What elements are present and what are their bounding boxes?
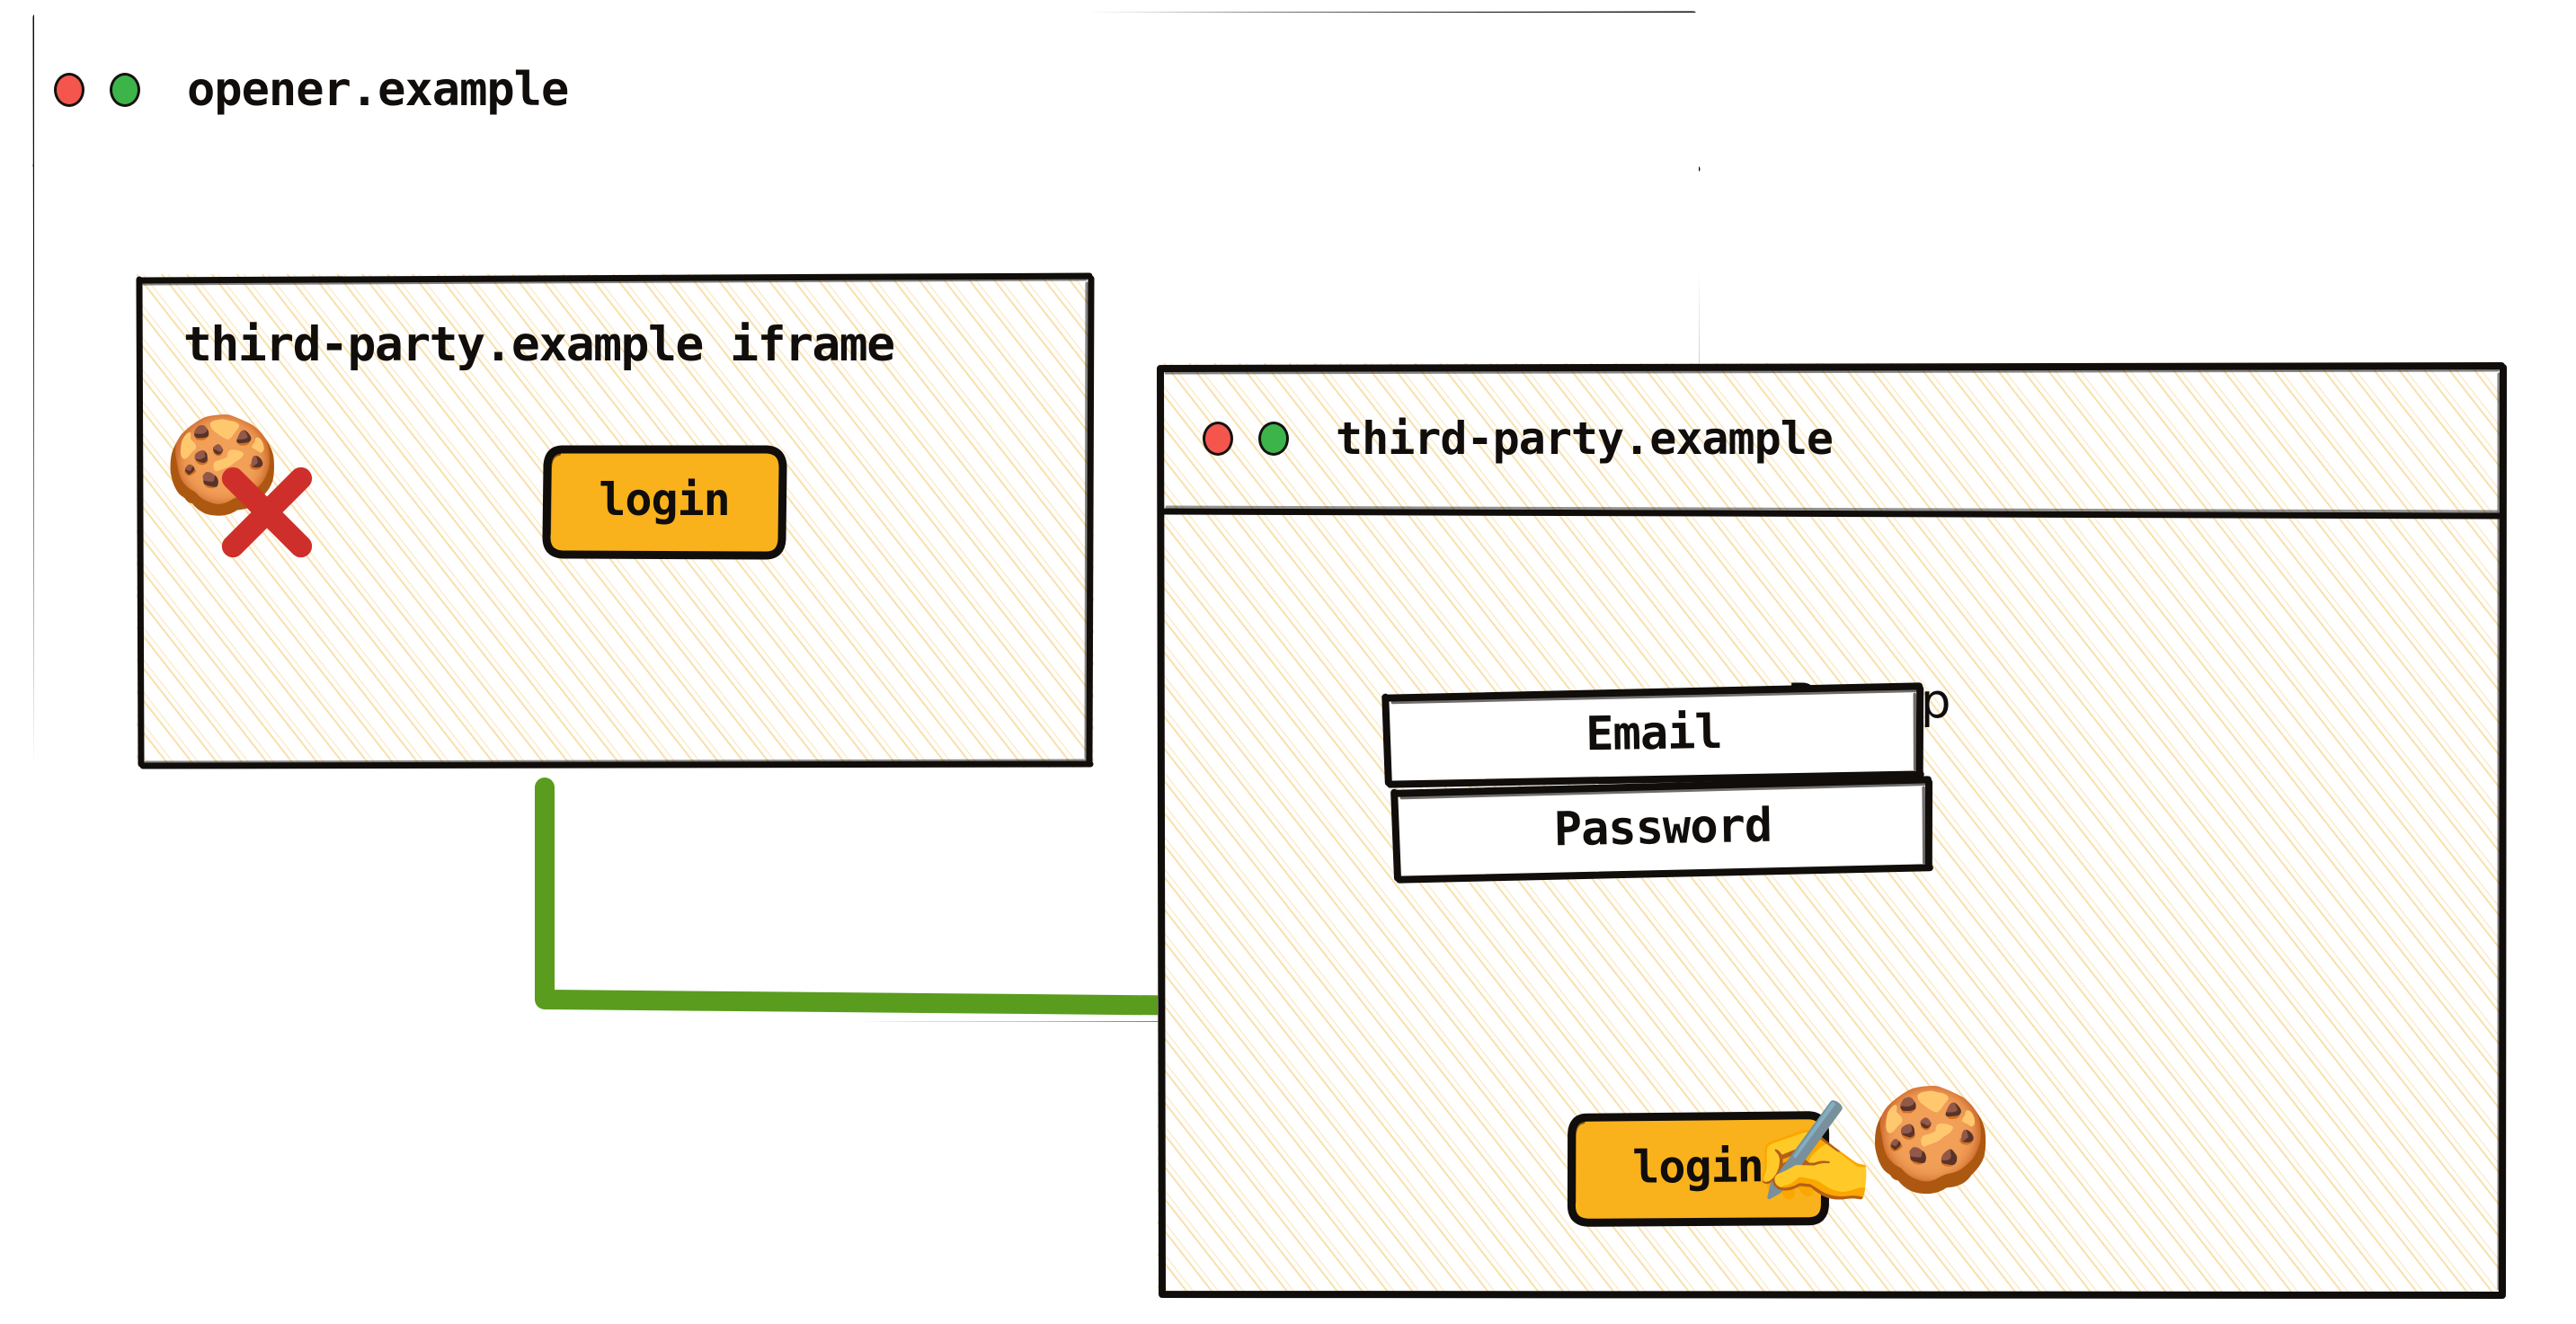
opener-titlebar: opener.example (34, 13, 1699, 167)
third-party-iframe: third-party.example iframe 🍪 (136, 272, 1095, 769)
iframe-login-button-label: login (599, 474, 731, 526)
opener-window-title: opener.example (187, 63, 569, 117)
popup-window-title: third-party.example (1336, 413, 1834, 465)
popup-window: third-party.example Pop-up Email (1157, 362, 2507, 1299)
iframe-login-button[interactable]: login (542, 445, 787, 560)
popup-titlebar: third-party.example (1158, 363, 2506, 514)
writing-hand-icon: ✍️ (1751, 1095, 1877, 1212)
popup-login-button-label: login (1631, 1140, 1764, 1194)
email-field[interactable]: Email (1381, 682, 1924, 788)
maximize-button[interactable] (1258, 422, 1289, 456)
opener-window-body: third-party.example iframe 🍪 (34, 167, 1699, 1049)
opener-window: opener.example third-party.example ifram… (32, 11, 1701, 1049)
email-field-label: Email (1585, 705, 1723, 762)
cookie-icon: 🍪 (1868, 1081, 1994, 1198)
flow-arrow (535, 778, 1257, 1183)
popup-window-controls (1203, 422, 1289, 456)
iframe-cookie-status: 🍪 (164, 418, 334, 566)
password-field[interactable]: Password (1390, 776, 1933, 884)
popup-window-body: Pop-up Email Pa (1158, 514, 2506, 1298)
password-field-label: Password (1553, 798, 1772, 857)
iframe-label: third-party.example iframe (183, 317, 895, 372)
cross-mark-icon (214, 459, 320, 565)
close-button[interactable] (54, 73, 84, 107)
close-button[interactable] (1203, 422, 1233, 456)
maximize-button[interactable] (110, 73, 140, 107)
opener-window-controls (54, 73, 140, 107)
